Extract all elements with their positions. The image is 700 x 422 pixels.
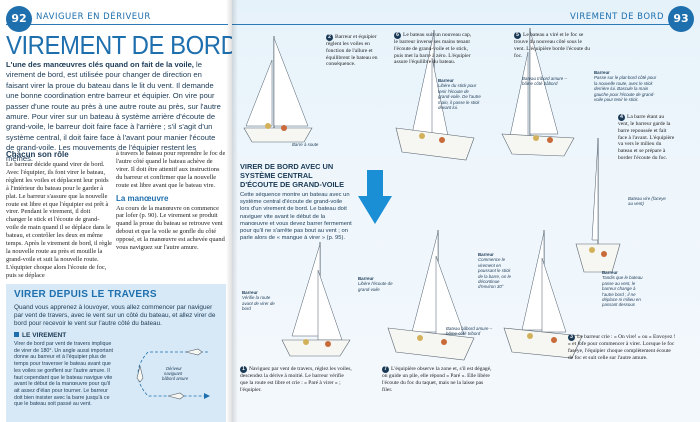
page-number: 92 (6, 6, 32, 32)
tack-diagram: Dériveur naviguant bâbord amure (118, 334, 222, 414)
caption-barreur-1: Barreur Vérifie la route avant de virer … (242, 290, 275, 312)
box-subheading: LE VIREMENT (14, 332, 66, 339)
chacun-heading: Chacun son rôle (6, 150, 69, 159)
box-text: Virer de bord par vent de travers impliq… (14, 341, 113, 408)
tack-path-diagram: Dériveur naviguant bâbord amure (136, 348, 210, 400)
manoeuvre-heading: La manœuvre (116, 193, 169, 203)
boat-illustration-6 (503, 230, 583, 359)
box-title: VIRER DEPUIS LE TRAVERS (14, 289, 157, 300)
manoeuvre-text: Au cours de la manœuvre on commence par … (116, 204, 225, 252)
column-a: Chacun son rôle Le barreur décide quand … (6, 150, 112, 280)
lead-text: le virement de bord, est utilisée pour c… (6, 60, 221, 163)
caption-foc-faseye: Bateau vire (faceye au vent) (628, 196, 666, 207)
col-b-text: à travers le bateau pour reprendre le fo… (116, 150, 226, 189)
central-system-heading: VIRER DE BORD AVEC UN SYSTÈME CENTRAL D'… (240, 162, 344, 189)
header-rule (232, 10, 676, 25)
boat-illustration-7 (387, 230, 475, 361)
down-arrow-icon (358, 170, 392, 224)
diagram-label: Dériveur naviguant bâbord amure (162, 366, 189, 381)
caption-tribord: Bateau tribord amure – bôme côté bâbord (522, 76, 567, 87)
page-title: VIREMENT DE BORD (6, 30, 232, 60)
caption-barreur-4: Barreur Passe sur le plat-bord côté pour… (594, 70, 657, 103)
header-rule (6, 10, 228, 25)
page-number: 93 (668, 6, 694, 32)
central-system-text: Cette séquence montre un bateau avec un … (240, 192, 352, 242)
lead-paragraph: L'une des manœuvres clés quand on fait d… (6, 60, 224, 164)
column-b: à travers le bateau pour reprendre le fo… (116, 150, 226, 252)
caption-barreur-5: Barreur Tandis que le bateau passe au ve… (602, 270, 643, 308)
left-page: 92 NAVIGUER EN DÉRIVEUR VIREMENT DE BORD… (0, 0, 232, 422)
chacun-text: Le barreur décide quand virer de bord. A… (6, 161, 112, 279)
sidebar-box: VIRER DEPUIS LE TRAVERS Quand vous appre… (6, 284, 226, 422)
caption-babord: Bateau bâbord amure – bôme côté tribord (446, 326, 493, 337)
caption-barreur-3: Barreur Libère du stick pour tenir l'éco… (438, 78, 481, 111)
boat-illustration-1 (281, 242, 351, 357)
book-gutter (226, 0, 238, 422)
boat-illustration-2 (243, 36, 313, 143)
lead-bold: L'une des manœuvres clés quand on fait d… (6, 60, 194, 69)
boat-illustration-5 (501, 28, 575, 157)
boat-illustration-3 (395, 30, 475, 161)
caption-barreur-2: Barreur Libère l'écoute de grand-voile (358, 276, 393, 292)
caption-barre-soute: Barre à soute (292, 142, 319, 147)
caption-barreur-6: Barreur Commence le virement en poussant… (478, 252, 511, 290)
box-intro: Quand vous apprenez à louvoyer, vous all… (14, 304, 216, 327)
boat-illustration-4 (575, 138, 621, 273)
section-title: VIREMENT DE BORD (570, 12, 664, 22)
section-title: NAVIGUER EN DÉRIVEUR (36, 12, 151, 22)
